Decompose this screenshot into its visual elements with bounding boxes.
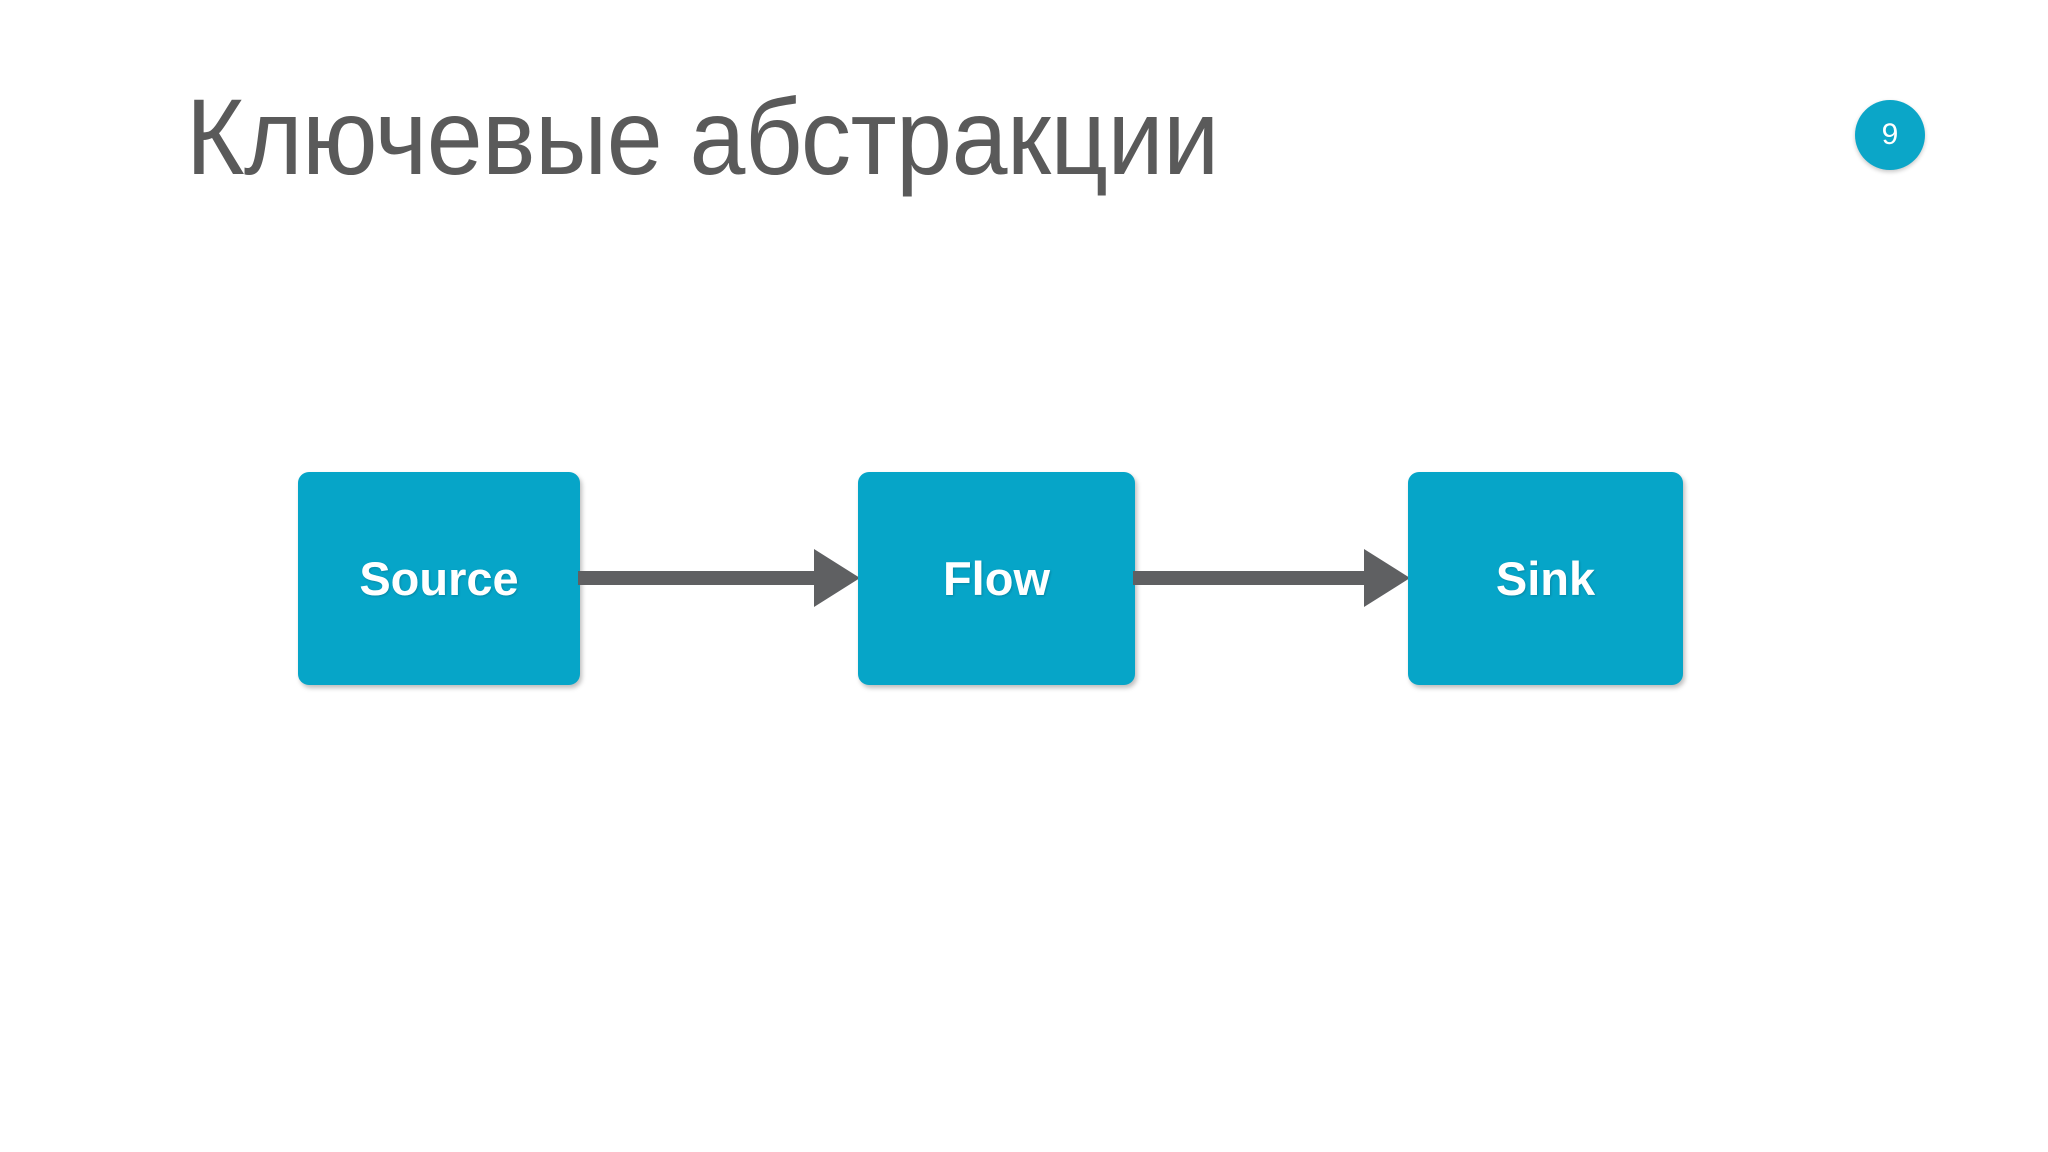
diagram-node-source[interactable]: Source bbox=[298, 472, 580, 685]
arrow-right-icon bbox=[1133, 549, 1410, 607]
diagram-node-label: Flow bbox=[942, 552, 1051, 605]
slide-number-label: 9 bbox=[1881, 118, 1899, 151]
slide-number-badge: 9 bbox=[1855, 100, 1925, 170]
diagram-node-label: Source bbox=[359, 552, 519, 605]
diagram-node-flow[interactable]: Flow bbox=[858, 472, 1135, 685]
page-title: Ключевые абстракции bbox=[186, 76, 1219, 197]
diagram-node-sink[interactable]: Sink bbox=[1408, 472, 1683, 685]
arrow-right-icon bbox=[578, 549, 860, 607]
diagram-node-label: Sink bbox=[1495, 552, 1596, 605]
